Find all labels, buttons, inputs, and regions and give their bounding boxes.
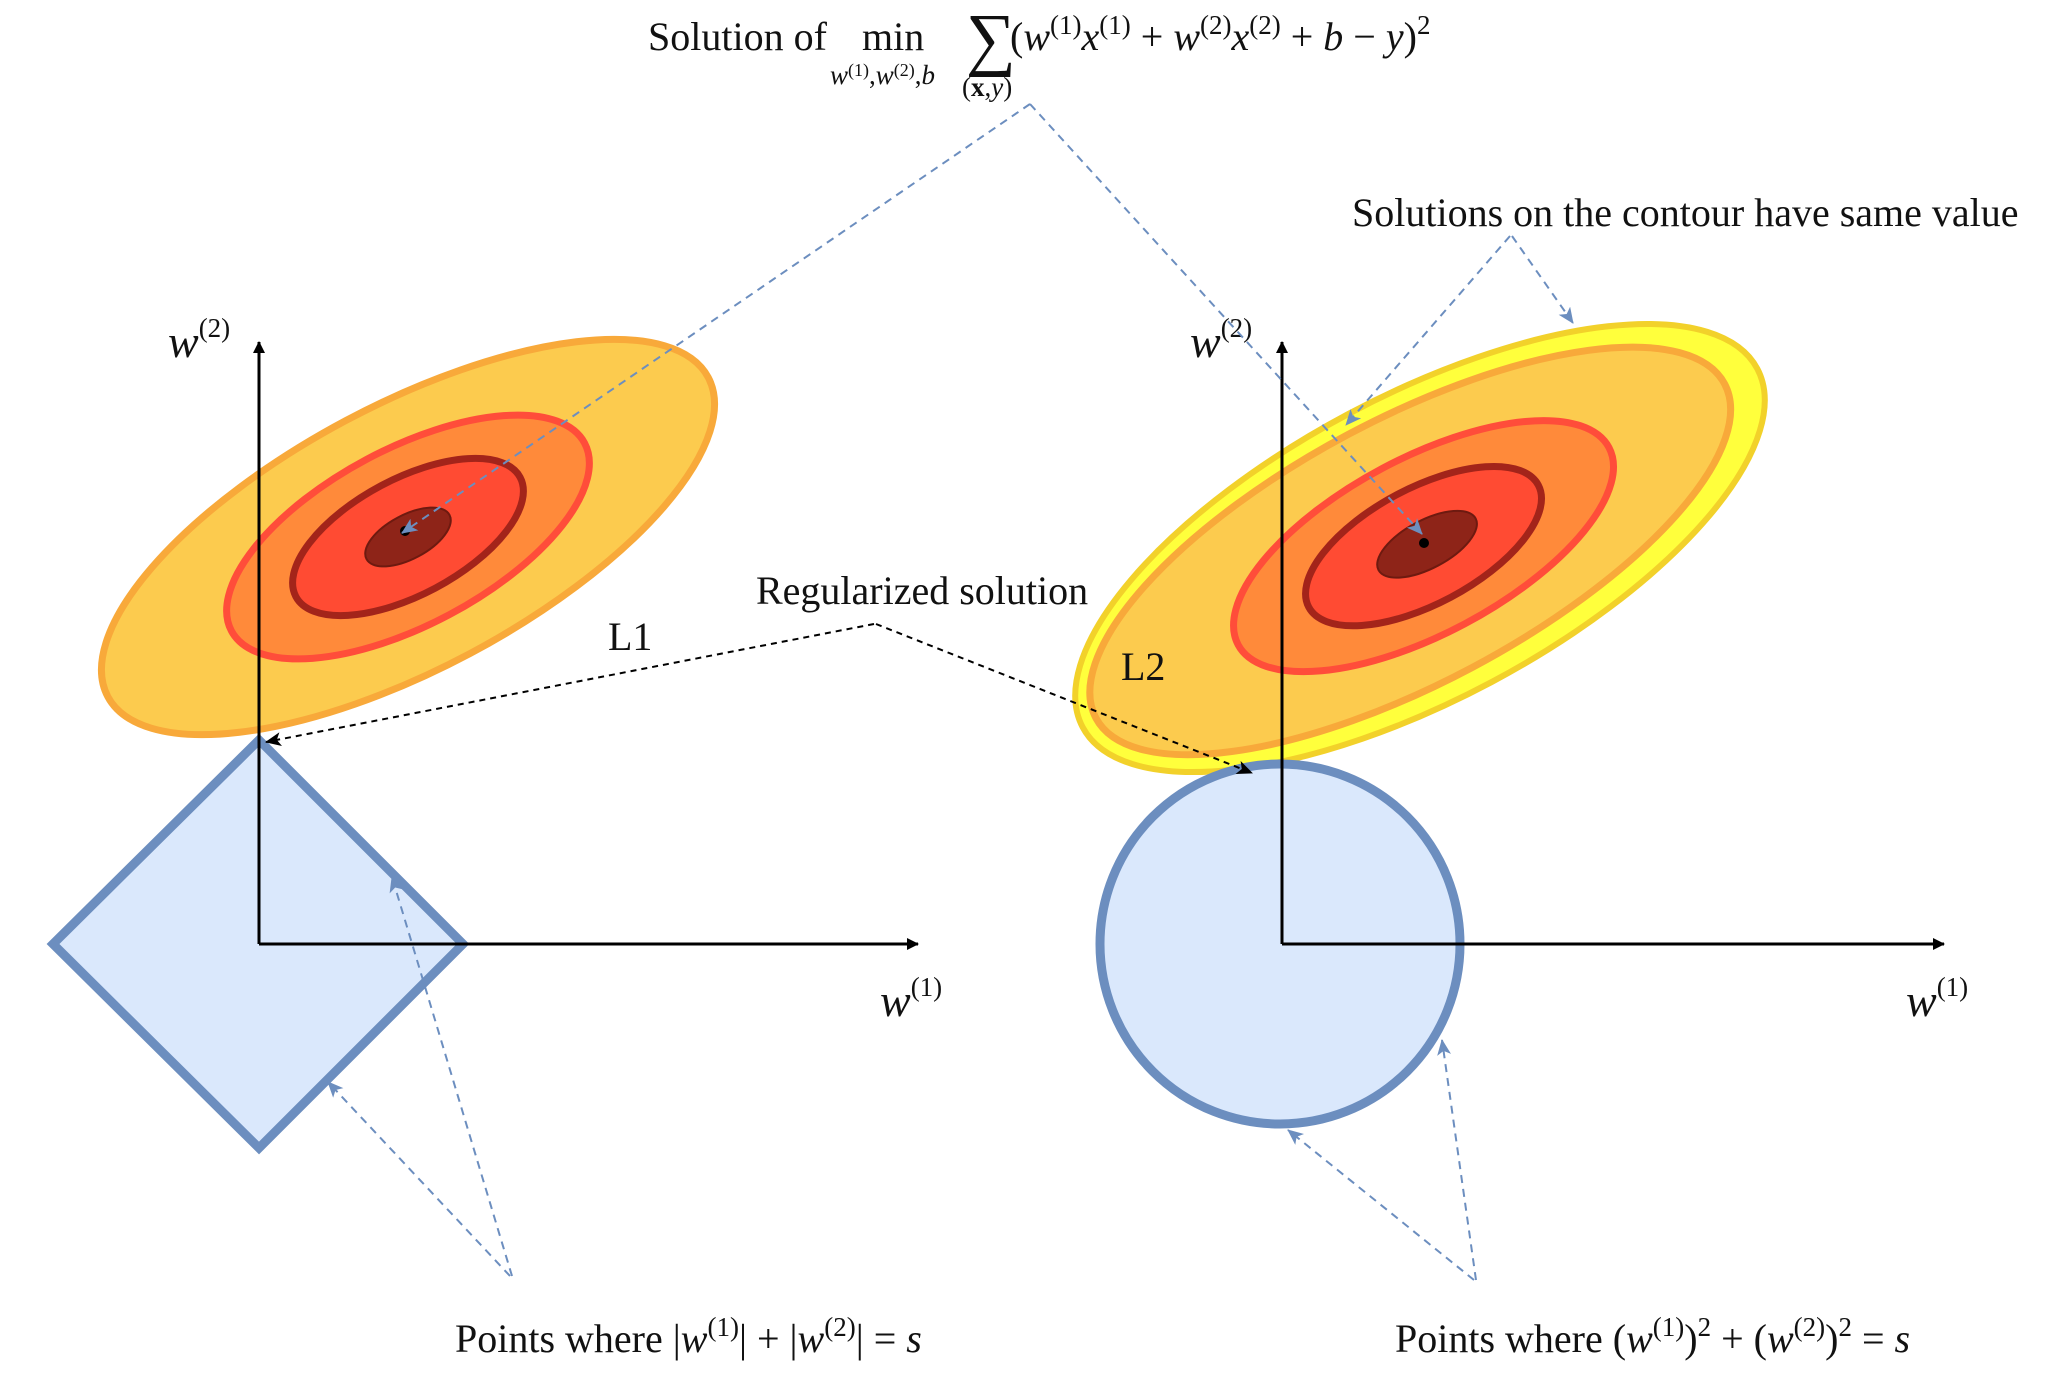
l1-contour-inner	[364, 506, 452, 568]
l2-y-axis-label: w(2)	[1190, 313, 1252, 367]
l2-loss-contours	[1072, 321, 1768, 775]
title-guide-to-l1-optimum	[401, 103, 1031, 534]
l2-guide-to-circle-bottom	[1287, 1129, 1475, 1281]
l2-tag: L2	[1121, 644, 1165, 689]
l1-x-axis-label: w(1)	[880, 972, 942, 1026]
l2-x-axis-label: w(1)	[1906, 972, 1968, 1026]
l1-guide-to-lower-edge	[327, 1081, 511, 1277]
l2-panel: w(2) w(1) L2 Points where (w(1))2 + (w(2…	[1072, 190, 2019, 1361]
l1-loss-contours	[97, 335, 719, 739]
title-min-word: min	[862, 14, 924, 59]
title-sum-subscript: (x,y)	[962, 72, 1012, 102]
title-expression: (w(1)x(1) + w(2)x(2) + b − y)2	[1010, 10, 1430, 59]
regularized-guide-to-l1	[265, 623, 875, 747]
l1-tag: L1	[608, 614, 652, 659]
l1-points-caption: Points where |w(1)| + |w(2)| = s	[455, 1312, 922, 1361]
contour-note: Solutions on the contour have same value	[1352, 190, 2019, 235]
sum-symbol: ∑	[966, 1, 1016, 78]
l1-panel: w(2) w(1) L1 Points where |w(1)| + |w(2)…	[46, 313, 942, 1361]
regularized-guide-to-l2	[875, 623, 1253, 774]
l2-guide-to-circle-right	[1437, 1039, 1477, 1281]
regularized-solution-label: Regularized solution	[756, 568, 1088, 613]
title-formula: Solution of min w(1),w(2),b ∑ (x,y) (w(1…	[648, 1, 1430, 102]
contour-note-guide-outer	[1511, 235, 1574, 324]
l2-points-caption: Points where (w(1))2 + (w(2))2 = s	[1395, 1312, 1910, 1361]
title-min-subscript: w(1),w(2),b	[830, 60, 935, 90]
l2-optimum-point	[1419, 538, 1429, 548]
title-prefix: Solution of	[648, 14, 828, 59]
l1-y-axis-label: w(2)	[168, 313, 230, 367]
